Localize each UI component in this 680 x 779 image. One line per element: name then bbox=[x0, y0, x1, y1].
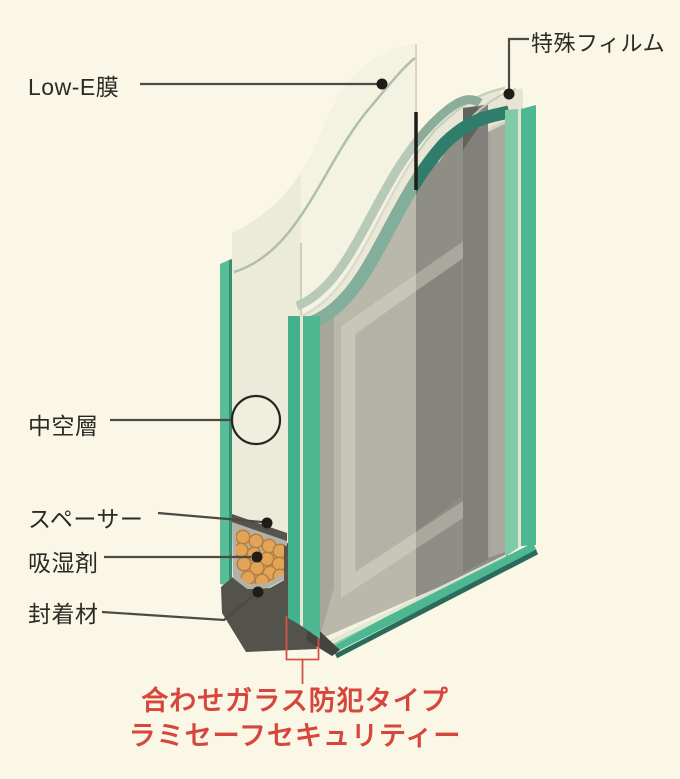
glass-edge-left bbox=[220, 259, 232, 589]
air-gap-interior bbox=[318, 106, 508, 640]
label-hollow-layer: 中空層 bbox=[28, 413, 99, 439]
leader-lines bbox=[101, 37, 529, 622]
spacer-side-band bbox=[463, 104, 490, 573]
leader-spacer bbox=[157, 511, 263, 524]
low-e-coating-line bbox=[233, 57, 416, 274]
laminated-glass-edges bbox=[284, 316, 320, 639]
label-low-e-film: Low-E膜 bbox=[28, 74, 120, 100]
caption-product-name: ラミセーフセキュリティー bbox=[128, 721, 462, 751]
interlayer-film-curves bbox=[295, 86, 511, 328]
label-special-film: 特殊フィルム bbox=[531, 31, 666, 56]
product-caption: 合わせガラス防犯タイプ ラミセーフセキュリティー bbox=[60, 684, 530, 754]
label-spacer: スペーサー bbox=[28, 506, 144, 532]
bracket-laminated-glass bbox=[285, 616, 320, 684]
leader-sealant bbox=[101, 594, 255, 622]
label-sealant: 封着材 bbox=[28, 601, 99, 627]
front-pane bbox=[232, 43, 418, 648]
glass-edge-right bbox=[505, 105, 536, 557]
leader-dots bbox=[251, 78, 515, 598]
hollow-layer-circle bbox=[230, 394, 282, 446]
leader-special-film bbox=[507, 37, 529, 89]
label-desiccant: 吸湿剤 bbox=[28, 550, 99, 576]
unit-bottom-edge bbox=[327, 542, 539, 659]
caption-product-type: 合わせガラス防犯タイプ bbox=[141, 686, 449, 716]
